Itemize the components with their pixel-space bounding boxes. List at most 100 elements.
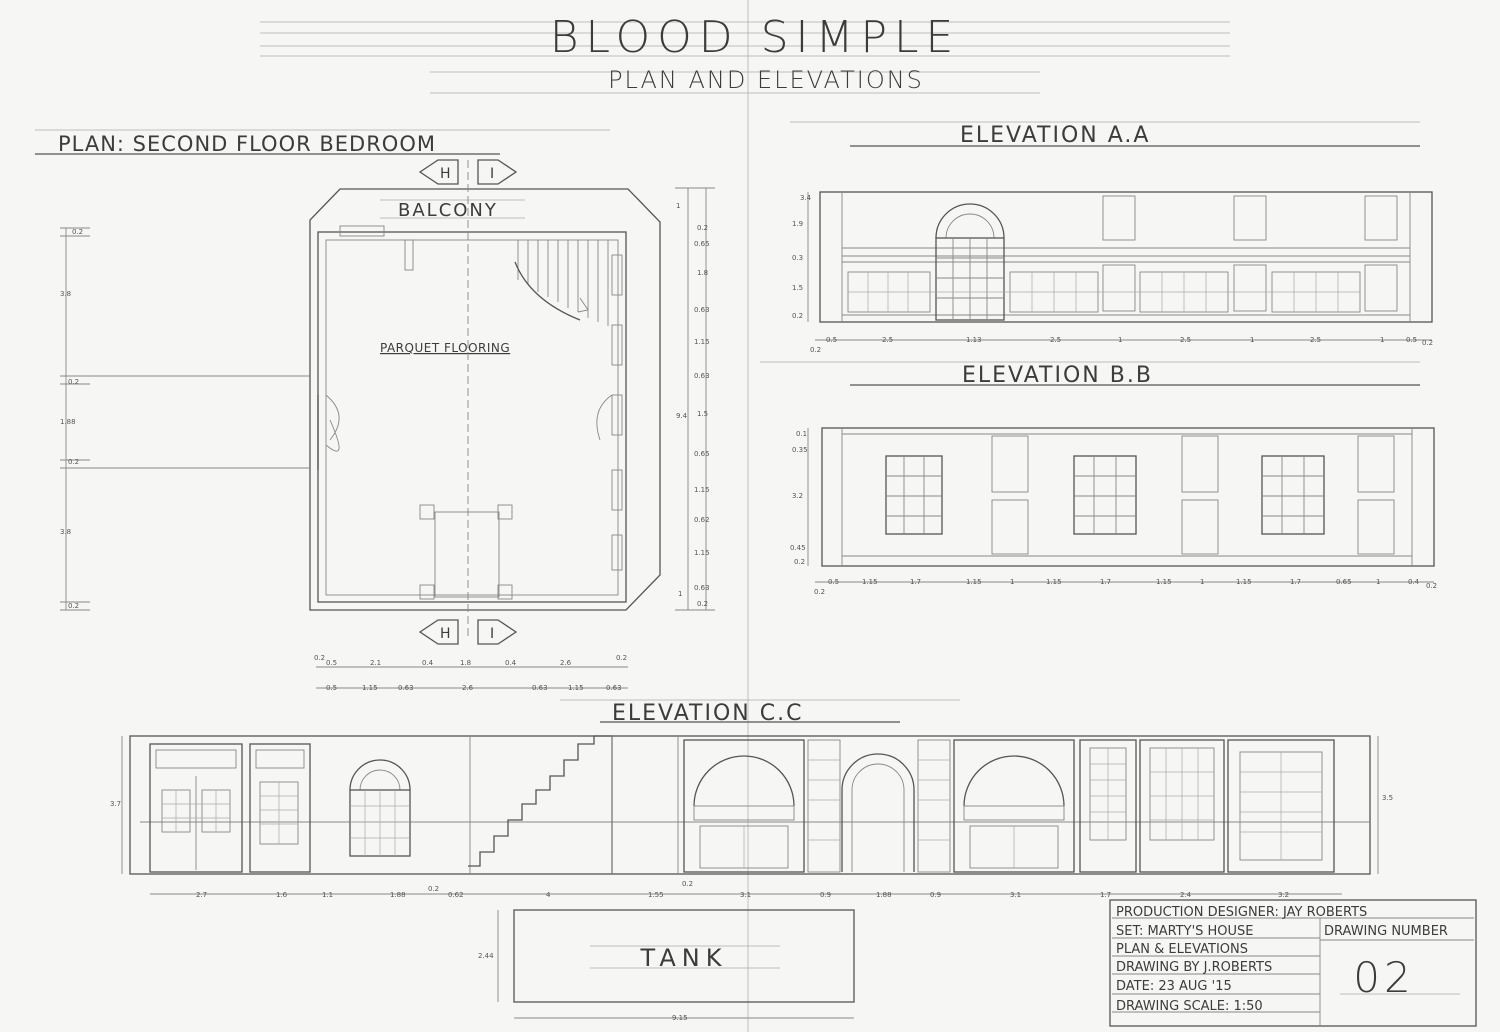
title-group: BLOOD SIMPLE PLAN AND ELEVATIONS — [260, 12, 1230, 94]
svg-text:2.5: 2.5 — [882, 336, 893, 344]
elevation-aa: ELEVATION A.A — [790, 121, 1433, 354]
svg-text:0.2: 0.2 — [72, 228, 83, 236]
svg-text:1: 1 — [1376, 578, 1380, 586]
tb-date: DATE: 23 AUG '15 — [1116, 979, 1232, 994]
svg-text:2.4: 2.4 — [1180, 891, 1192, 899]
svg-text:0.5: 0.5 — [326, 684, 337, 692]
svg-text:0.2: 0.2 — [1426, 582, 1437, 590]
svg-text:0.63: 0.63 — [694, 372, 710, 380]
plan-heading: PLAN: SECOND FLOOR BEDROOM — [58, 132, 436, 156]
svg-text:1.15: 1.15 — [362, 684, 378, 692]
svg-text:4: 4 — [546, 891, 551, 899]
svg-text:I: I — [490, 626, 494, 642]
svg-text:2.7: 2.7 — [196, 891, 207, 899]
svg-text:0.63: 0.63 — [398, 684, 414, 692]
svg-text:1: 1 — [1380, 336, 1384, 344]
svg-text:0.65: 0.65 — [694, 450, 710, 458]
tank-width-dimension: 9.15 — [672, 1014, 688, 1022]
svg-text:0.9: 0.9 — [930, 891, 941, 899]
svg-text:0.2: 0.2 — [697, 600, 708, 608]
svg-text:1.9: 1.9 — [792, 220, 803, 228]
svg-text:1.7: 1.7 — [1100, 578, 1111, 586]
plan-bottom-dimensions: 0.2 0.5 2.1 0.4 1.8 0.4 2.6 0.2 0.5 1.15… — [314, 654, 628, 692]
svg-text:1.13: 1.13 — [966, 336, 982, 344]
svg-text:1: 1 — [678, 590, 682, 598]
elevation-bb-heading: ELEVATION B.B — [962, 363, 1153, 388]
tank-height-dimension: 2.44 — [478, 952, 494, 960]
svg-text:0.62: 0.62 — [448, 891, 464, 899]
page-subtitle: PLAN AND ELEVATIONS — [608, 66, 924, 94]
svg-text:0.2: 0.2 — [68, 602, 79, 610]
svg-text:2.5: 2.5 — [1180, 336, 1191, 344]
svg-text:1.6: 1.6 — [276, 891, 288, 899]
svg-text:1.8: 1.8 — [460, 659, 471, 667]
svg-text:0.4: 0.4 — [422, 659, 434, 667]
svg-text:0.2: 0.2 — [697, 224, 708, 232]
floor-plan: PLAN: SECOND FLOOR BEDROOM BALCONY — [35, 129, 715, 692]
svg-text:0.2: 0.2 — [794, 558, 805, 566]
svg-text:0.2: 0.2 — [68, 458, 79, 466]
svg-text:1.15: 1.15 — [1046, 578, 1062, 586]
svg-text:1.7: 1.7 — [1100, 891, 1111, 899]
page-title: BLOOD SIMPLE — [550, 12, 961, 63]
svg-text:0.63: 0.63 — [532, 684, 548, 692]
svg-text:1: 1 — [1118, 336, 1122, 344]
svg-text:0.45: 0.45 — [790, 544, 806, 552]
elevation-cc-wall — [129, 735, 1371, 875]
balcony-label: BALCONY — [398, 200, 498, 221]
svg-text:0.63: 0.63 — [694, 306, 710, 314]
elevation-bb-windows — [885, 455, 1325, 535]
svg-text:1.88: 1.88 — [60, 418, 76, 426]
svg-text:2.6: 2.6 — [560, 659, 572, 667]
svg-text:0.2: 0.2 — [792, 312, 803, 320]
elevation-cc-bottom-dimensions: 2.7 1.6 1.1 1.88 0.2 0.62 4 1.55 0.2 3.1… — [150, 880, 1342, 899]
svg-text:3.2: 3.2 — [792, 492, 803, 500]
svg-text:0.4: 0.4 — [505, 659, 517, 667]
svg-text:0.65: 0.65 — [1336, 578, 1352, 586]
svg-text:1.15: 1.15 — [1236, 578, 1252, 586]
tb-scale: DRAWING SCALE: 1:50 — [1116, 999, 1263, 1014]
svg-text:0.5: 0.5 — [826, 336, 837, 344]
section-marker-top: H I — [418, 159, 518, 185]
svg-text:1.5: 1.5 — [792, 284, 803, 292]
svg-text:0.1: 0.1 — [796, 430, 807, 438]
svg-text:I: I — [490, 166, 494, 182]
svg-text:0.2: 0.2 — [814, 588, 825, 596]
plan-right-dimensions: 1 0.2 0.65 1.8 0.63 1.15 0.63 1.5 0.65 1… — [675, 187, 715, 611]
svg-text:0.2: 0.2 — [428, 885, 439, 893]
svg-text:3.1: 3.1 — [1010, 891, 1021, 899]
tank-outline — [513, 909, 855, 1003]
svg-text:0.63: 0.63 — [694, 584, 710, 592]
plan-bed — [434, 511, 500, 598]
svg-text:0.3: 0.3 — [792, 254, 803, 262]
svg-text:1.15: 1.15 — [568, 684, 584, 692]
elevation-cc-stairs — [468, 735, 613, 874]
section-marker-bottom: H I — [418, 619, 518, 645]
svg-text:0.62: 0.62 — [694, 516, 710, 524]
tb-drawing-number-label: DRAWING NUMBER — [1324, 924, 1448, 939]
tb-production-designer: PRODUCTION DESIGNER: JAY ROBERTS — [1116, 905, 1367, 920]
svg-text:0.2: 0.2 — [810, 346, 821, 354]
svg-text:3.2: 3.2 — [1278, 891, 1289, 899]
svg-text:0.4: 0.4 — [1408, 578, 1420, 586]
svg-text:0.5: 0.5 — [326, 659, 337, 667]
svg-text:0.2: 0.2 — [1422, 339, 1433, 347]
elevation-bb-wall — [821, 427, 1435, 567]
floor-label: PARQUET FLOORING — [380, 341, 510, 355]
elevation-cc-side-dimensions: 3.7 3.5 — [110, 736, 1393, 874]
svg-text:0.65: 0.65 — [694, 240, 710, 248]
svg-text:1: 1 — [676, 202, 680, 210]
svg-text:3.8: 3.8 — [60, 528, 71, 536]
svg-text:0.35: 0.35 — [792, 446, 808, 454]
plan-staircase — [514, 240, 609, 326]
svg-text:3.4: 3.4 — [800, 194, 812, 202]
svg-text:1.15: 1.15 — [1156, 578, 1172, 586]
elevation-bb-left-dimensions: 0.1 0.35 3.2 0.45 0.2 — [790, 428, 809, 566]
svg-text:3.1: 3.1 — [740, 891, 751, 899]
svg-text:1.8: 1.8 — [697, 269, 708, 277]
svg-text:2.5: 2.5 — [1050, 336, 1061, 344]
tb-drawing-by: DRAWING BY J.ROBERTS — [1116, 960, 1272, 975]
elevation-aa-heading: ELEVATION A.A — [960, 123, 1150, 148]
svg-text:1.15: 1.15 — [694, 338, 710, 346]
